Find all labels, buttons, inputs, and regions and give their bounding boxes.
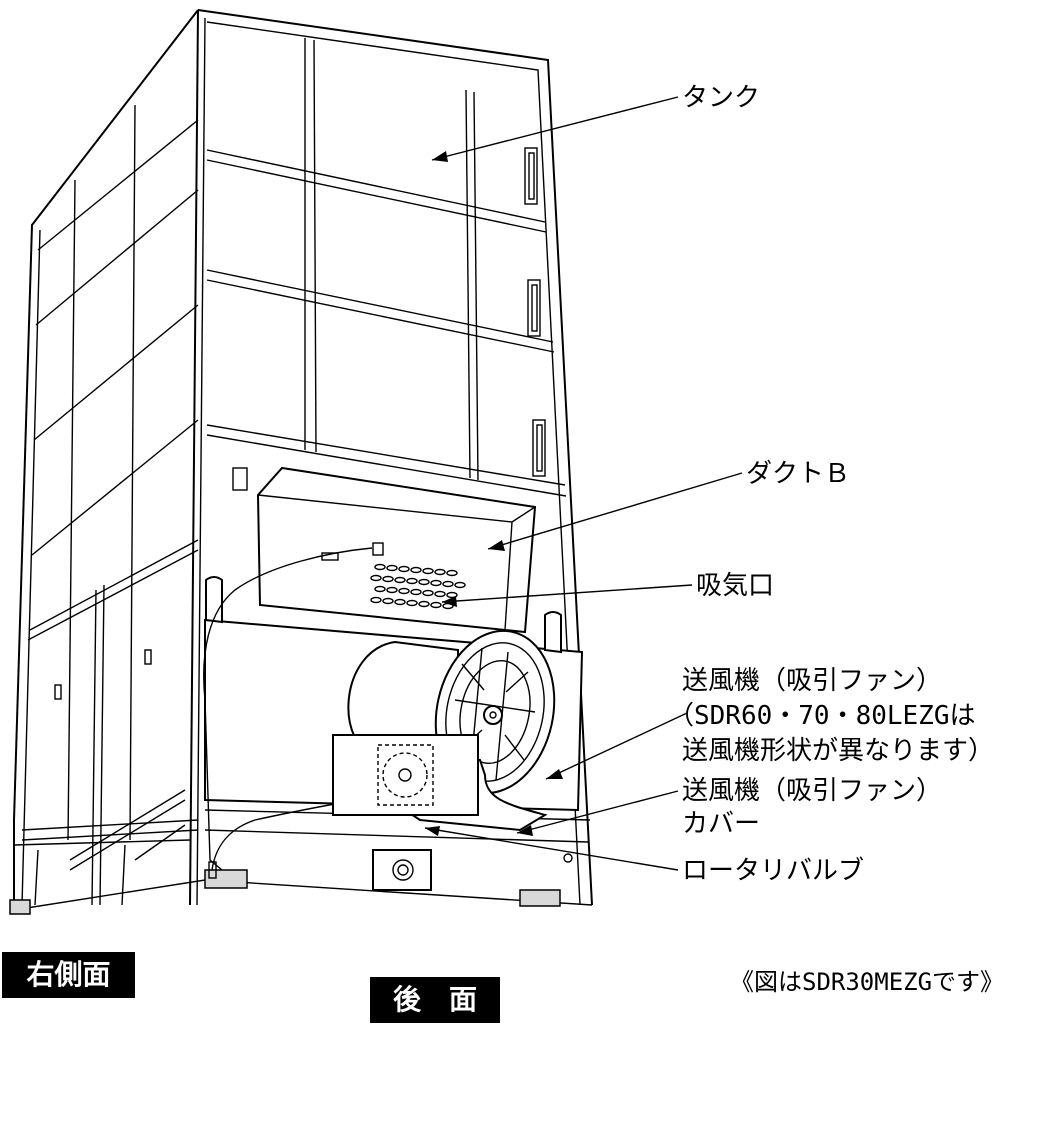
- blower-note-line-1: （SDR60・70・80LEZGは: [668, 701, 976, 731]
- duct-b-shape: [232, 466, 537, 634]
- side-panels: [21, 104, 199, 906]
- tank-panels: [206, 38, 567, 497]
- figure-caption: 《図はSDR30MEZGです》: [730, 968, 1005, 996]
- right-side-view-badge: 右側面: [2, 952, 135, 998]
- duct-b-label: ダクトＢ: [746, 459, 851, 489]
- leader-lines: [424, 96, 743, 871]
- blower-cover-label-line-1: 送風機（吸引ファン）: [682, 776, 943, 806]
- rotary-valve: [332, 734, 479, 816]
- rotary-valve-label: ロータリバルブ: [682, 856, 865, 886]
- air-intake-slots: [370, 563, 466, 610]
- base-frame: [9, 789, 593, 915]
- air-intake-label: 吸気口: [696, 571, 775, 601]
- blower-label: 送風機（吸引ファン）: [682, 666, 943, 696]
- blower-note-line-2: 送風機形状が異なります）: [682, 736, 995, 766]
- cabinet-outline: [13, 9, 593, 910]
- blower-cover-label-line-2: カバー: [682, 809, 761, 839]
- tank-label: タンク: [682, 83, 761, 113]
- rear-view-badge: 後 面: [370, 977, 500, 1023]
